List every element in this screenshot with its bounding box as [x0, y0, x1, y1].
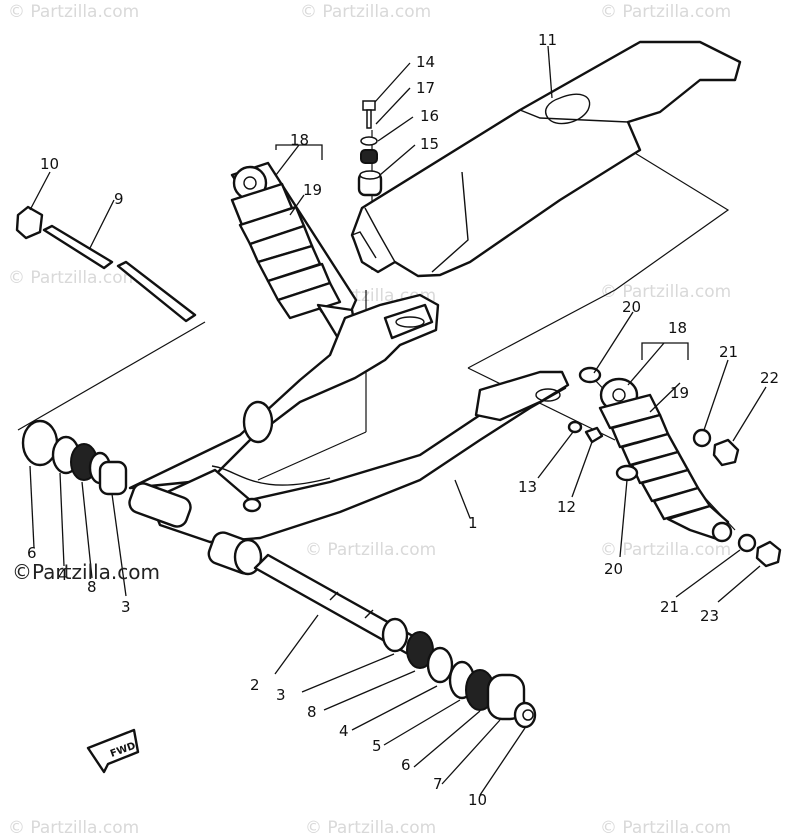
callout-6: 6	[27, 544, 37, 562]
swingarm	[128, 293, 570, 576]
callout-1: 1	[468, 514, 478, 532]
callout-4: 4	[58, 566, 68, 584]
callout-9: 9	[114, 190, 124, 208]
callout-8: 8	[87, 578, 97, 596]
right-pivot-parts	[381, 617, 537, 729]
watermark: © Partzilla.com	[8, 2, 140, 22]
callout-6: 6	[401, 756, 411, 774]
callout-20: 20	[604, 560, 623, 578]
left-shock-absorber	[230, 161, 358, 340]
watermark: © Partzilla.com	[305, 540, 437, 560]
callout-3: 3	[276, 686, 286, 704]
leader-lines	[29, 45, 767, 796]
callout-14: 14	[416, 53, 435, 71]
callout-15: 15	[420, 135, 439, 153]
callout-10: 10	[468, 791, 487, 809]
watermark: © Partzilla.com	[300, 2, 432, 22]
watermark: © Partzilla.com	[600, 2, 732, 22]
watermark: © Partzilla.com	[600, 282, 732, 302]
callout-22: 22	[760, 369, 779, 387]
callout-10: 10	[40, 155, 59, 173]
watermark: © Partzilla.com	[8, 268, 140, 288]
callout-8: 8	[307, 703, 317, 721]
callout-18: 18	[290, 131, 309, 149]
callout-19: 19	[303, 181, 322, 199]
right-shock-absorber	[598, 377, 733, 543]
callout-18: 18	[668, 319, 687, 337]
callout-labels: 1 2 3 3 4 4 5 6 6 7 8 8 9 10 10 11 12 13…	[27, 31, 779, 809]
chain-case	[350, 40, 742, 278]
callout-16: 16	[420, 107, 439, 125]
watermark: © Partzilla.com	[600, 540, 732, 560]
watermark: © Partzilla.com	[305, 818, 437, 838]
callout-21: 21	[660, 598, 679, 616]
callout-23: 23	[700, 607, 719, 625]
watermark: © Partzilla.com	[8, 818, 140, 838]
callout-13: 13	[518, 478, 537, 496]
forward-arrow: FWD	[86, 728, 140, 774]
callout-17: 17	[416, 79, 435, 97]
pivot-bolt	[15, 205, 197, 323]
callout-11: 11	[538, 31, 557, 49]
callout-4: 4	[339, 722, 349, 740]
callout-7: 7	[433, 775, 443, 793]
upper-shock-hardware	[357, 100, 383, 197]
brand-watermark: ©Partzilla.com	[12, 560, 160, 584]
callout-21: 21	[719, 343, 738, 361]
watermark: © Partzilla.com	[600, 818, 732, 838]
callout-3: 3	[121, 598, 131, 616]
callout-12: 12	[557, 498, 576, 516]
callout-2: 2	[250, 676, 260, 694]
left-pivot-parts	[21, 419, 128, 496]
callout-20: 20	[622, 298, 641, 316]
callout-5: 5	[372, 737, 382, 755]
callout-19: 19	[670, 384, 689, 402]
